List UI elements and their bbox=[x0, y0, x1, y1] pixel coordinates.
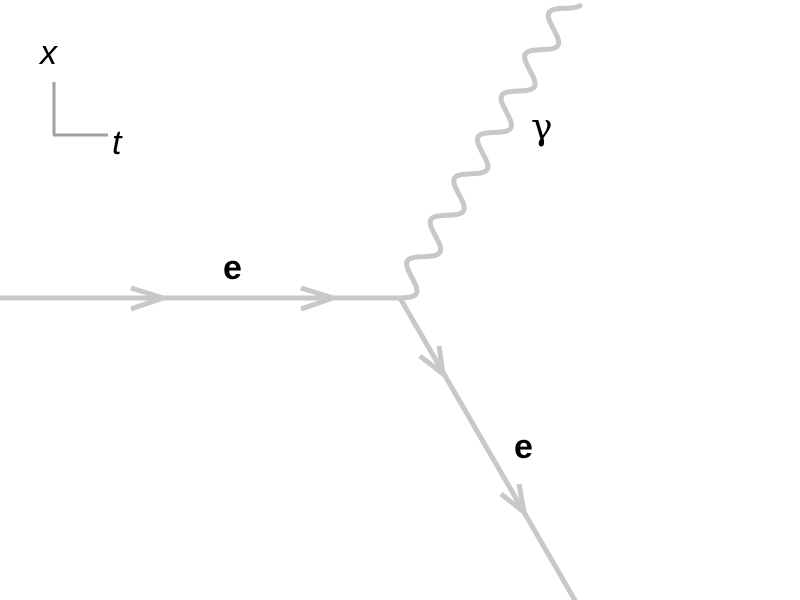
arrow-icon bbox=[499, 483, 528, 519]
axes-indicator bbox=[52, 82, 108, 137]
x-axis-label: x bbox=[40, 34, 57, 72]
arrow-icon bbox=[300, 285, 342, 312]
t-axis-label: t bbox=[112, 124, 122, 162]
arrow-icon bbox=[130, 285, 172, 312]
outgoing-electron-label: e bbox=[514, 428, 533, 466]
arrow-icon bbox=[418, 345, 447, 380]
incoming-electron-label: e bbox=[223, 249, 242, 287]
photon-label: γ bbox=[531, 107, 553, 148]
photon-line bbox=[397, 3, 583, 301]
outgoing-electron-line bbox=[397, 296, 578, 600]
incoming-electron-line bbox=[0, 285, 402, 312]
